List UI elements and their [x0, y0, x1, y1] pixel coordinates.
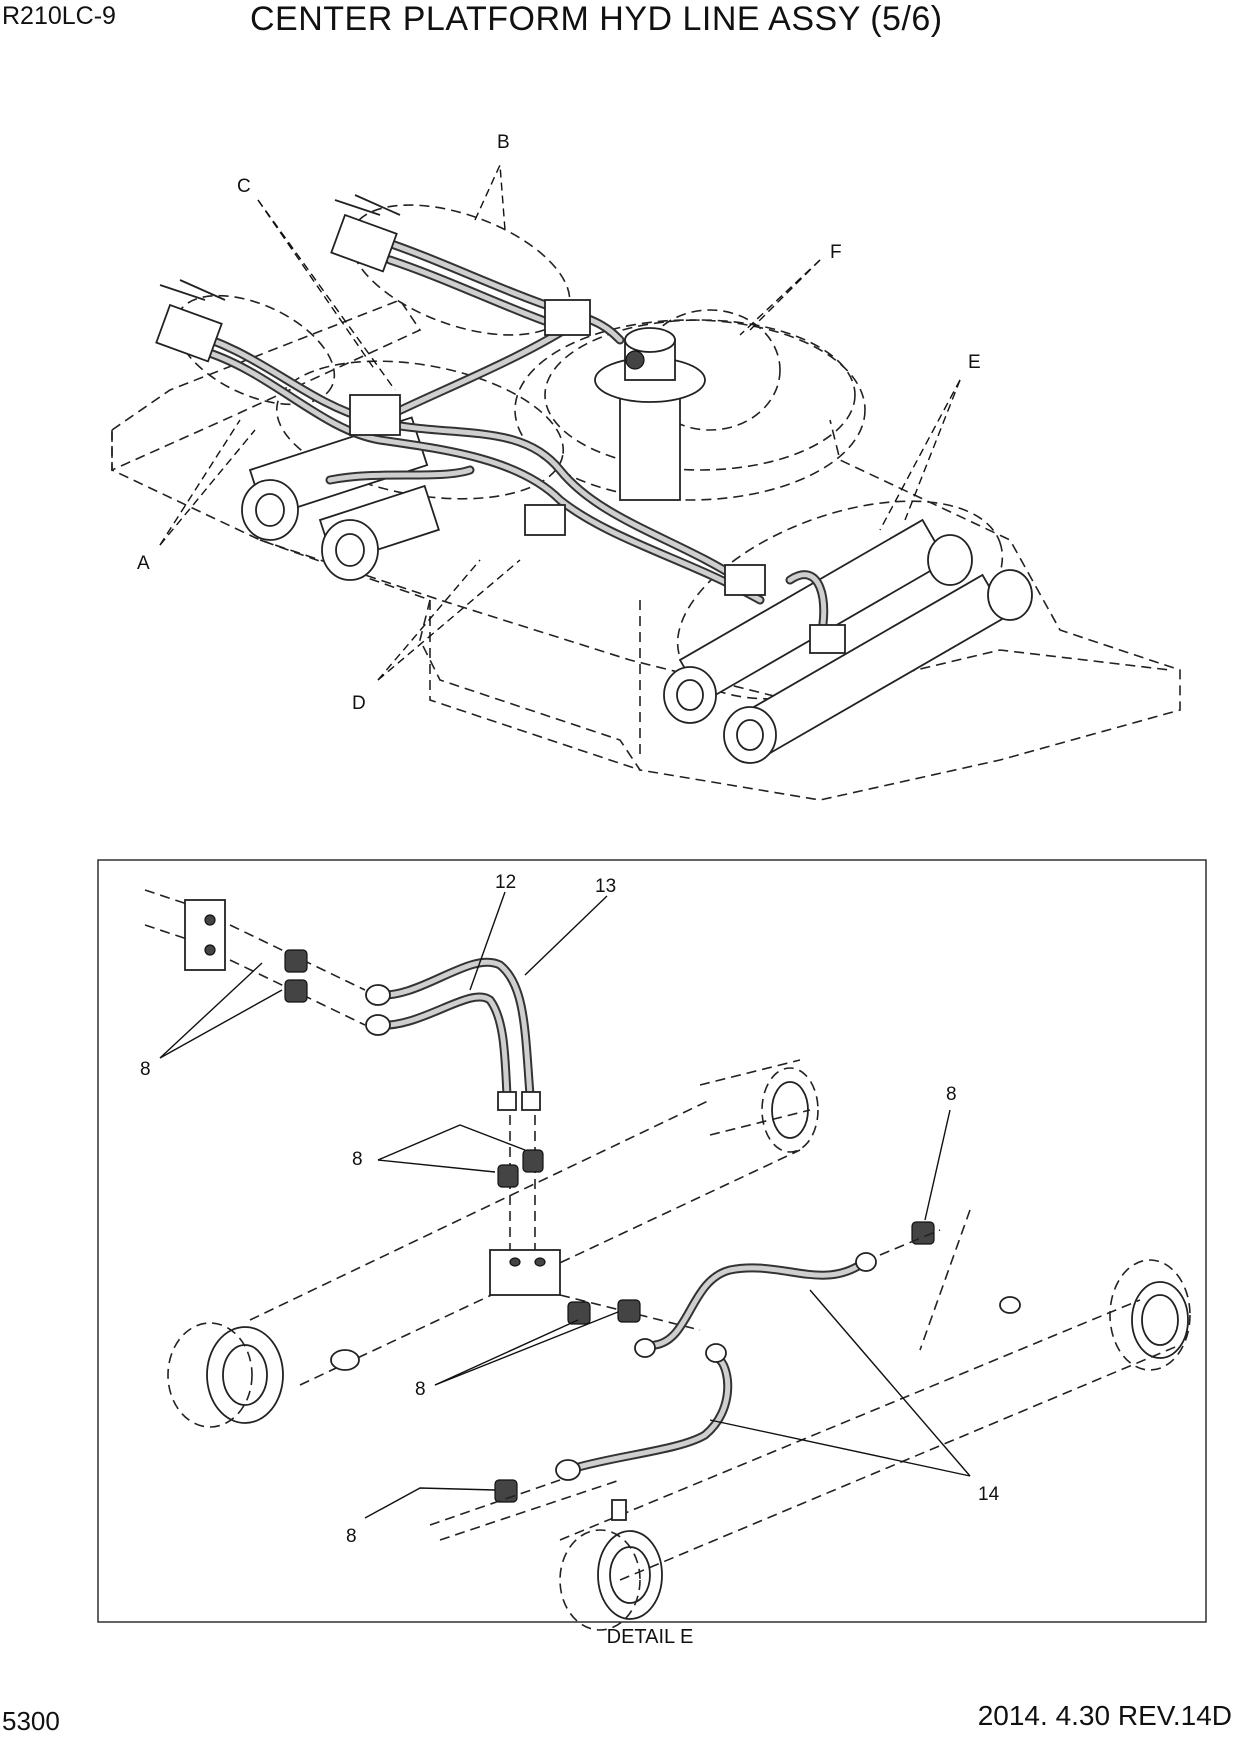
callout-C: C — [237, 176, 251, 197]
detail-frame — [97, 859, 1207, 1623]
label-part-8-left: 8 — [140, 1059, 151, 1080]
callout-B: B — [497, 132, 510, 153]
label-part-8-right: 8 — [946, 1084, 957, 1105]
label-part-8-center: 8 — [352, 1149, 363, 1170]
detail-e-drawing: 12 13 8 8 8 8 8 14 — [97, 859, 1207, 1631]
label-part-13: 13 — [595, 876, 616, 897]
revision-date: 2014. 4.30 REV.14D — [977, 1700, 1232, 1731]
callout-A: A — [137, 553, 150, 574]
detail-caption: DETAIL E — [606, 1626, 694, 1648]
label-part-8-bottom: 8 — [346, 1526, 357, 1547]
label-part-14: 14 — [978, 1484, 1000, 1505]
page-number: 5300 — [2, 1706, 60, 1736]
model-code: R210LC-9 — [2, 2, 116, 30]
label-part-12: 12 — [495, 872, 516, 893]
callout-F: F — [830, 242, 842, 263]
callout-D: D — [352, 693, 366, 714]
label-part-8-lower-left: 8 — [415, 1379, 426, 1400]
overview-drawing: A B C D E F — [111, 132, 1181, 801]
page-title: CENTER PLATFORM HYD LINE ASSY (5/6) — [250, 0, 943, 38]
callout-E: E — [968, 352, 981, 373]
